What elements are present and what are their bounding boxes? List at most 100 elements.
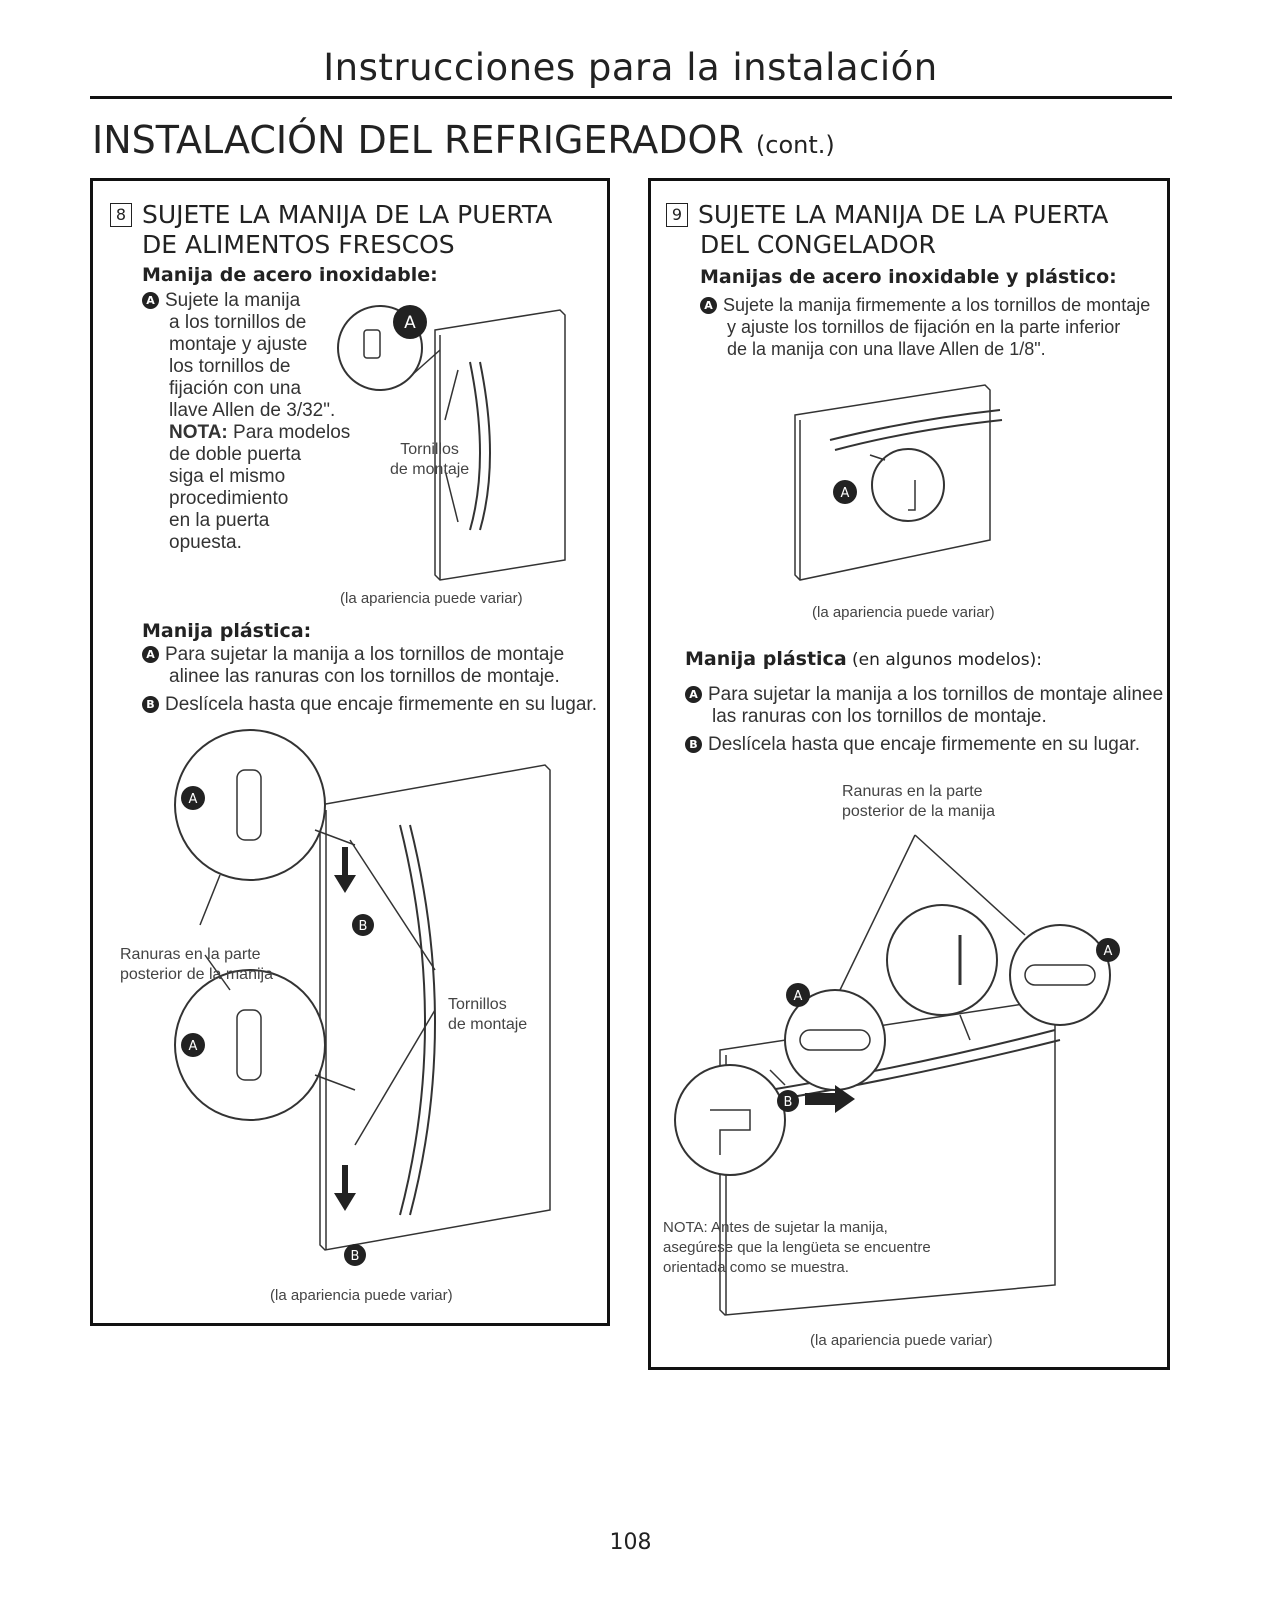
note-line: NOTA: Antes de sujetar la manija, xyxy=(663,1219,888,1236)
note-line: orientada como se muestra. xyxy=(663,1259,849,1276)
note-line: en la puerta xyxy=(169,510,270,531)
left-fig2-plastic-handle-illustration: A A B B xyxy=(174,729,551,1266)
header-rule xyxy=(90,96,1172,99)
right-fig2-plastic-freezer-handle-illustration: B A A xyxy=(674,834,1120,1316)
screw-arrow xyxy=(444,469,459,523)
slot-detail xyxy=(1024,964,1096,986)
zoom-circle-right xyxy=(1009,924,1111,1026)
badge-a-icon: A xyxy=(142,646,159,663)
fig2-badge-a: A xyxy=(189,1039,198,1054)
label-line: posterior de la manija xyxy=(842,803,995,820)
badge-a-icon xyxy=(181,1033,205,1057)
screw-leader xyxy=(349,839,436,971)
screw-leader xyxy=(354,1009,436,1146)
label-line: Tornillos xyxy=(400,441,459,458)
fig2-badge-a: A xyxy=(189,792,198,807)
right-steel-heading: Manijas de acero inoxidable y plástico: xyxy=(700,266,1117,288)
zoom-circle xyxy=(871,448,945,522)
plastic-line: las ranuras con los tornillos de montaje… xyxy=(712,706,1047,727)
label-line: de montaje xyxy=(390,461,470,478)
page-number: 108 xyxy=(609,1530,652,1555)
left-fig2-slots-label: Ranuras en la parte posterior de la mani… xyxy=(120,945,273,985)
left-title-line1: SUJETE LA MANIJA DE LA PUERTA xyxy=(142,200,553,229)
badge-b-icon: B xyxy=(685,736,702,753)
badge-a-icon xyxy=(1096,938,1120,962)
right-panel-step-9 xyxy=(648,178,1170,1370)
badge-a-icon xyxy=(181,786,205,810)
section-title-text: INSTALACIÓN DEL REFRIGERADOR xyxy=(92,118,744,162)
steel-line: de la manija con una llave Allen de 1/8"… xyxy=(727,339,1046,359)
fig2-badge-b: B xyxy=(359,919,368,934)
slot-detail xyxy=(236,769,262,841)
slot-detail xyxy=(799,1029,871,1051)
handle-outline xyxy=(409,824,436,1216)
left-panel-step-8 xyxy=(90,178,610,1326)
tab-detail xyxy=(710,1109,751,1155)
screw-arrow xyxy=(444,369,459,421)
steel-line: llave Allen de 3/32". xyxy=(169,400,336,421)
zoom-circle-bottom xyxy=(174,969,326,1121)
badge-a-icon: A xyxy=(142,292,159,309)
left-fig1-steel-handle-illustration: A xyxy=(337,305,566,581)
slots-leader xyxy=(914,834,1026,936)
fig2-badge-a: A xyxy=(794,989,803,1004)
fig1-badge-a: A xyxy=(841,486,850,501)
badge-b-icon xyxy=(352,914,374,936)
section-title-cont: (cont.) xyxy=(755,131,835,159)
steel-line: fijación con una xyxy=(169,378,302,399)
badge-a-icon xyxy=(833,480,857,504)
plastic-heading: Manija plástica xyxy=(685,648,847,670)
left-fig1-label: Tornillos de montaje xyxy=(390,440,469,480)
handle-outline xyxy=(469,361,481,531)
zoom-circle-top xyxy=(174,729,326,881)
zoom-circle-allen xyxy=(886,904,998,1016)
slots-leader xyxy=(839,834,916,991)
note-line: siga el mismo xyxy=(169,466,286,487)
left-fig1-caption: (la apariencia puede variar) xyxy=(340,590,523,607)
step-number-9: 9 xyxy=(666,203,688,227)
handle-outline xyxy=(479,361,491,531)
badge-a-icon xyxy=(786,983,810,1007)
steel-line: montaje y ajuste xyxy=(169,334,308,355)
callout-line xyxy=(869,454,886,461)
callout-line xyxy=(959,1014,971,1041)
fig1-badge-a: A xyxy=(404,313,416,333)
right-fig1-freezer-handle-illustration: A xyxy=(794,384,1003,581)
steel-line: y ajuste los tornillos de fijación en la… xyxy=(727,317,1121,337)
steel-line: Sujete la manija xyxy=(165,290,301,311)
plastic-line: alinee las ranuras con los tornillos de … xyxy=(169,666,560,687)
note-line: de doble puerta xyxy=(169,444,302,465)
badge-a-icon xyxy=(393,305,427,339)
left-fig2-caption: (la apariencia puede variar) xyxy=(270,1287,453,1304)
callout-line xyxy=(314,1074,356,1091)
slot-detail xyxy=(236,1009,262,1081)
note-line: Para modelos xyxy=(227,422,351,443)
right-fig2-slots-label: Ranuras en la parte posterior de la mani… xyxy=(842,782,995,822)
zoom-circle-tab xyxy=(674,1064,786,1176)
arrow-down-icon xyxy=(334,1165,356,1211)
right-fig1-caption: (la apariencia puede variar) xyxy=(812,604,995,621)
plastic-line: Para sujetar la manija a los tornillos d… xyxy=(165,644,565,665)
right-title-line2: DEL CONGELADOR xyxy=(700,230,936,259)
bracket-detail xyxy=(363,329,381,359)
freezer-door-outline xyxy=(794,384,991,581)
badge-a-icon: A xyxy=(685,686,702,703)
door-outline xyxy=(434,309,566,581)
label-line: Ranuras en la parte xyxy=(120,946,261,963)
slots-leader xyxy=(199,874,221,926)
left-title-line2: DE ALIMENTOS FRESCOS xyxy=(142,230,455,259)
note-line: asegúrese que la lengüeta se encuentre xyxy=(663,1239,931,1256)
plastic-line: Para sujetar la manija a los tornillos d… xyxy=(708,684,1164,705)
plastic-heading-suffix: (en algunos modelos): xyxy=(846,650,1043,670)
left-fig2-screws-label: Tornillos de montaje xyxy=(448,995,527,1035)
badge-b-icon xyxy=(777,1090,799,1112)
label-line: posterior de la manija xyxy=(120,966,273,983)
slots-leader xyxy=(204,954,231,991)
badge-a-icon: A xyxy=(700,297,717,314)
arrow-right-icon xyxy=(805,1085,855,1113)
note-label: NOTA: xyxy=(169,422,228,443)
